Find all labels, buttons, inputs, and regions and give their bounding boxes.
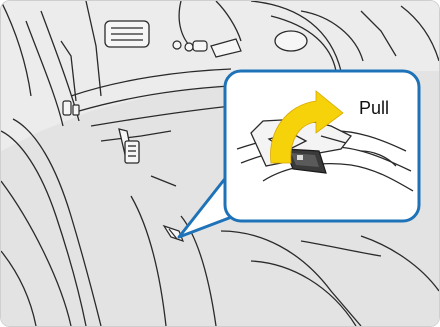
car-icon: [297, 155, 303, 160]
release-handle: [284, 148, 327, 174]
pull-label: Pull: [359, 98, 389, 118]
air-vent: [104, 20, 150, 48]
steering-wheel: [178, 1, 439, 72]
dash-knobs: [172, 38, 242, 58]
callout-seam: [229, 172, 235, 214]
door-frame-lines: [1, 1, 102, 326]
pull-arrow-icon: [270, 90, 344, 164]
pedal: [118, 128, 140, 164]
door-hinge: [62, 100, 80, 116]
